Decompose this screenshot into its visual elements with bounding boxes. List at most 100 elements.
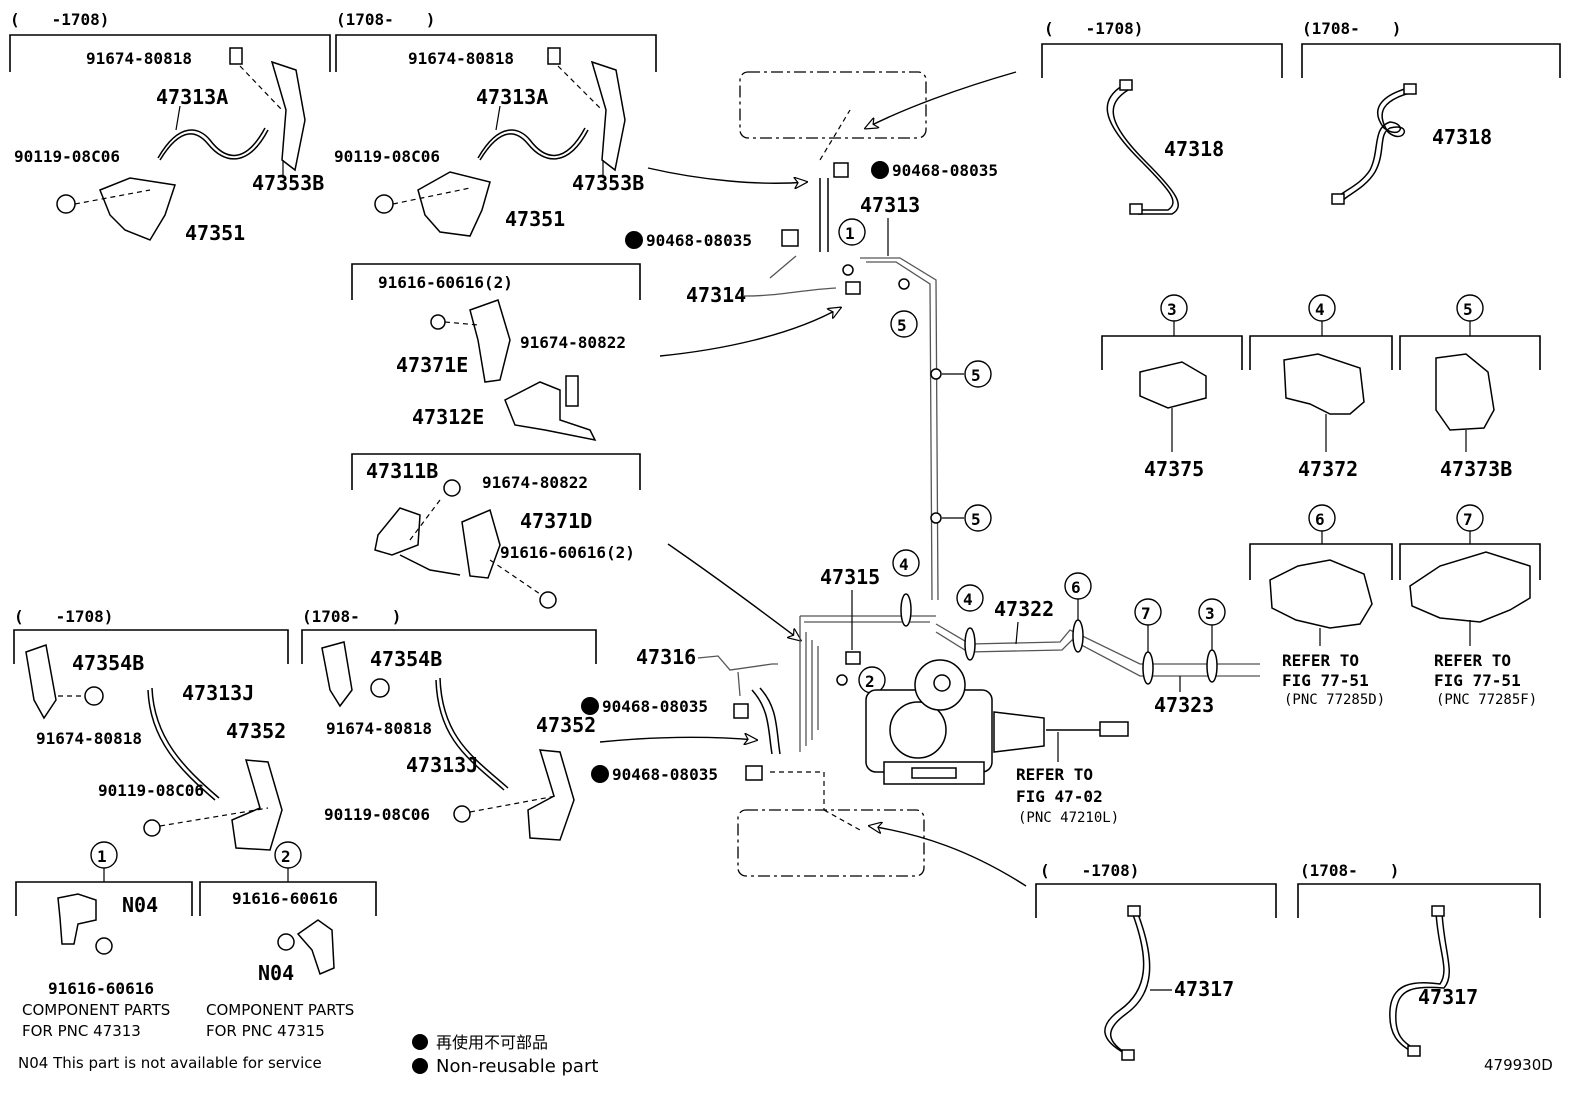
- clamp-group-3: 3 47375: [1101, 294, 1243, 481]
- part-label-90468-08035: 90468-08035: [646, 231, 752, 250]
- part-label-47353B: 47353B: [252, 171, 324, 195]
- bolt-drawing: [430, 314, 446, 330]
- component-parts-47315: 2 91616-60616 N04 COMPONENT PARTS FOR PN…: [199, 841, 377, 1040]
- part-label-47313A: 47313A: [156, 85, 228, 109]
- brake-line-47313: [860, 257, 939, 601]
- refer-text-line2: FIG 47-02: [1016, 787, 1103, 806]
- part-label-91616-60616-2: 91616-60616(2): [500, 543, 635, 562]
- arrow: [647, 167, 806, 183]
- bracket-label-bottom-left-b: (1708- ): [302, 607, 401, 626]
- group-bottom-right-a: ( -1708) 47317: [1035, 861, 1277, 1061]
- part-label-47354B: 47354B: [370, 647, 442, 671]
- non-reusable-dot: [591, 765, 609, 783]
- n04-availability-note: N04 This part is not available for servi…: [18, 1054, 322, 1072]
- bracket-47351-drawing: [99, 177, 176, 241]
- hose-drawing: [477, 127, 586, 159]
- component-parts-47313: 1 N04 91616-60616 COMPONENT PARTS FOR PN…: [15, 841, 193, 1040]
- bolt-drawing: [95, 937, 113, 955]
- part-label-47375: 47375: [1144, 457, 1204, 481]
- callout-1: 1: [97, 847, 107, 866]
- part-label-91674-80818: 91674-80818: [86, 49, 192, 68]
- part-label-47312E: 47312E: [412, 405, 484, 429]
- part-label-91674-80822: 91674-80822: [482, 473, 588, 492]
- component-note-line2: FOR PNC 47313: [22, 1022, 141, 1040]
- part-label-N04: N04: [258, 961, 294, 985]
- callout-1: 1: [845, 224, 855, 243]
- callout-6: 6: [1071, 578, 1081, 597]
- nut-drawing: [370, 678, 390, 698]
- bracket-47371E-drawing: [469, 299, 511, 383]
- pipe-47317-drawing: [1104, 911, 1145, 1055]
- component-note-line1: COMPONENT PARTS: [206, 1001, 354, 1019]
- clamp-group-4: 4 47372: [1249, 294, 1393, 481]
- clamp-group-7: 7 REFER TO FIG 77-51 (PNC 77285F): [1399, 504, 1541, 708]
- refer-text-line2: FIG 77-51: [1282, 671, 1369, 690]
- bolt-drawing: [277, 933, 295, 951]
- bracket-47352-drawing: [527, 749, 575, 841]
- component-note-line2: FOR PNC 47315: [206, 1022, 325, 1040]
- non-reusable-dot: [412, 1058, 428, 1074]
- part-label-47352: 47352: [226, 719, 286, 743]
- legend-japanese: 再使用不可部品: [436, 1033, 548, 1052]
- hose-47313J-drawing: [147, 689, 216, 801]
- part-label-47318: 47318: [1432, 125, 1492, 149]
- refer-text-line1: REFER TO: [1282, 651, 1359, 670]
- bolt-drawing: [56, 194, 76, 214]
- bolt-drawing: [539, 591, 557, 609]
- part-label-47317: 47317: [1174, 977, 1234, 1001]
- part-label-91616-60616: 91616-60616: [48, 979, 154, 998]
- non-reusable-dot: [625, 231, 643, 249]
- callout-7: 7: [1463, 510, 1473, 529]
- callout-5: 5: [971, 366, 981, 385]
- group-top-right-a: ( -1708) 47318: [1041, 19, 1283, 215]
- part-label-90468-08035: 90468-08035: [612, 765, 718, 784]
- bracket-label-top-left-b: (1708- ): [336, 10, 435, 29]
- part-label-47351: 47351: [505, 207, 565, 231]
- part-label-91674-80818: 91674-80818: [36, 729, 142, 748]
- bracket-label-bottom-right-b: (1708- ): [1300, 861, 1399, 880]
- refer-text-line1: REFER TO: [1434, 651, 1511, 670]
- part-label-47371E: 47371E: [396, 353, 468, 377]
- callout-5: 5: [971, 510, 981, 529]
- pipe-47318-drawing: [1337, 87, 1409, 199]
- bracket-label-bottom-left-a: ( -1708): [14, 607, 113, 626]
- front-wheel-frame: [739, 71, 927, 139]
- part-label-91616-60616-2: 91616-60616(2): [378, 273, 513, 292]
- part-label-47318: 47318: [1164, 137, 1224, 161]
- part-label-47371D: 47371D: [520, 509, 592, 533]
- part-label-47353B: 47353B: [572, 171, 644, 195]
- arrow: [870, 826, 1027, 887]
- non-reusable-dot: [581, 697, 599, 715]
- part-label-47314: 47314: [686, 283, 746, 307]
- group-mid-left-valve-bracket: 91616-60616(2) 91674-80822 47371E 47312E: [351, 263, 641, 442]
- valve-47312E-drawing: [504, 381, 597, 442]
- non-reusable-dot: [412, 1034, 428, 1050]
- part-label-47351: 47351: [185, 221, 245, 245]
- hose-drawing: [751, 689, 773, 755]
- arrow: [659, 308, 840, 357]
- part-label-90119-08C06: 90119-08C06: [14, 147, 120, 166]
- union-N04-drawing: [57, 893, 97, 945]
- clamp-group-5: 5 47373B: [1399, 294, 1541, 481]
- bolt-drawing: [453, 805, 471, 823]
- part-label-91674-80818: 91674-80818: [408, 49, 514, 68]
- bolt-drawing: [565, 375, 579, 407]
- callout-2: 2: [865, 672, 875, 691]
- part-label-N04: N04: [122, 893, 158, 917]
- arrow: [866, 71, 1017, 128]
- part-label-47313J: 47313J: [182, 681, 254, 705]
- group-mid-left-valve-bracket-2: 47311B 91674-80822 47371D 91616-60616(2): [351, 453, 641, 609]
- part-label-91616-60616: 91616-60616: [232, 889, 338, 908]
- part-label-47313A: 47313A: [476, 85, 548, 109]
- callout-2: 2: [281, 847, 291, 866]
- rear-wheel-frame: [737, 809, 925, 877]
- callout-6: 6: [1315, 510, 1325, 529]
- refer-text-line3: (PNC 77285D): [1284, 692, 1385, 708]
- bracket-47352-drawing: [231, 759, 283, 851]
- part-label-91674-80818: 91674-80818: [326, 719, 432, 738]
- bolt-drawing: [229, 47, 243, 65]
- bracket-part-drawing: [590, 60, 626, 172]
- callout-5: 5: [1463, 300, 1473, 319]
- bracket-part-drawing: [270, 60, 306, 172]
